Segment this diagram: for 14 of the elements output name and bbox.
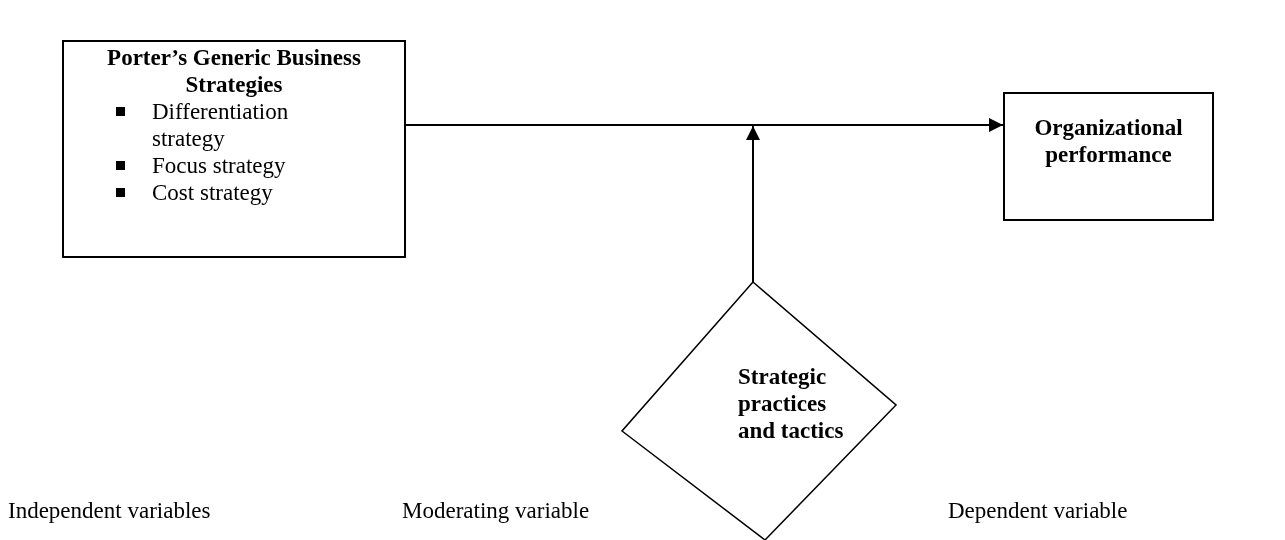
node-label: Strategic practices and tactics <box>738 363 845 444</box>
node-title: Organizational performance <box>1033 114 1184 168</box>
node-title: Porter’s Generic Business Strategies <box>106 44 362 98</box>
arrow <box>405 118 1004 132</box>
axis-caption: Moderating variable <box>402 498 590 524</box>
decision-diamond <box>620 281 897 540</box>
list-item: Cost strategy <box>152 180 273 205</box>
process-box <box>1003 92 1214 221</box>
list-item: Focus strategy <box>152 153 286 178</box>
list-item: Differentiation strategy <box>152 99 289 151</box>
axis-caption: Independent variables <box>8 498 211 524</box>
arrow <box>746 125 760 283</box>
process-box <box>62 40 406 258</box>
axis-caption: Dependent variable <box>948 498 1128 524</box>
